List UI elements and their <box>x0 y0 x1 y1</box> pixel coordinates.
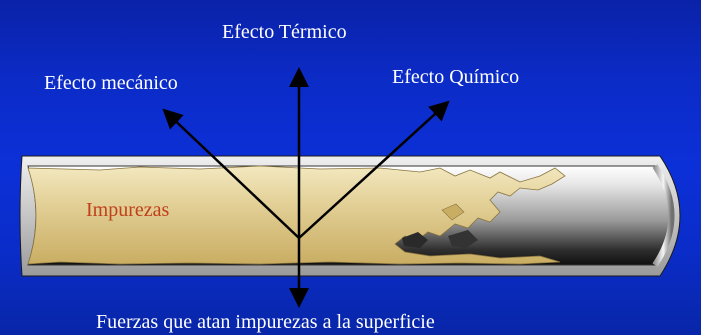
mechanical-effect-label: Efecto mecánico <box>44 72 178 94</box>
deposit-pit-3 <box>441 203 465 221</box>
chemical-arrow <box>298 100 450 239</box>
binding-forces-label: Fuerzas que atan impurezas a la superfic… <box>96 311 435 333</box>
deposit-pit-1 <box>402 232 428 248</box>
mechanical-arrow <box>162 108 300 239</box>
deposit-pit-2 <box>448 230 478 248</box>
thermal-effect-label: Efecto Térmico <box>222 21 347 43</box>
chemical-effect-label: Efecto Químico <box>392 66 520 88</box>
pipe-end-ring <box>652 164 675 267</box>
impurities-label: Impurezas <box>86 199 170 221</box>
